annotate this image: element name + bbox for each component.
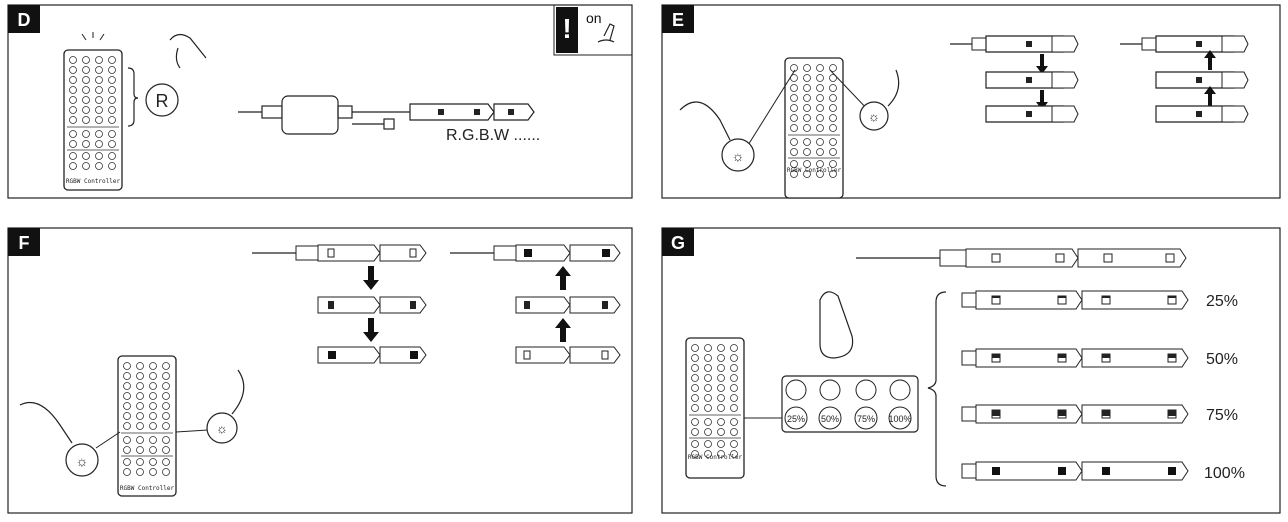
panel-badge — [662, 228, 694, 256]
brightness-up-icon — [785, 379, 807, 401]
svg-text:☼: ☼ — [732, 148, 745, 164]
finger-icon — [819, 291, 854, 359]
switch-icon — [597, 23, 615, 43]
power-on-icon — [855, 379, 877, 401]
panel-badge — [662, 5, 694, 33]
reset-button — [145, 83, 179, 117]
svg-text:!: ! — [562, 13, 571, 44]
panel-e: E RGBW Controller ☼ ☼ — [661, 4, 1281, 199]
level-25-label: 25% — [1206, 293, 1238, 310]
reset-label: R — [156, 91, 169, 111]
brightness-25-button: 25% — [787, 414, 805, 424]
remote-control: RGBW Controller — [63, 32, 123, 191]
remote-caption: RGBW Controller — [120, 485, 175, 492]
panel-badge — [8, 5, 40, 33]
panel-letter: E — [672, 10, 684, 30]
brightness-up-button — [721, 138, 755, 172]
brightness-down-button — [859, 101, 889, 131]
remote-control: RGBW Controller — [685, 337, 745, 479]
led-strip-group-left — [252, 244, 427, 364]
led-strip-group-right — [450, 244, 621, 364]
finger-icon — [679, 101, 731, 141]
panel-letter: G — [671, 233, 685, 253]
led-strip-group-right — [1120, 35, 1249, 123]
brightness-up-button — [65, 443, 99, 477]
svg-text:☼: ☼ — [76, 453, 89, 469]
power-off-icon — [889, 379, 911, 401]
svg-text:☼: ☼ — [216, 421, 228, 436]
level-75-label: 75% — [1206, 407, 1238, 424]
panel-letter: F — [19, 233, 30, 253]
remote-caption: RGBW Controller — [688, 454, 743, 461]
brightness-100-button: 100% — [888, 414, 911, 424]
svg-text:☼: ☼ — [868, 109, 880, 124]
level-50-label: 50% — [1206, 351, 1238, 368]
on-label: on — [586, 10, 602, 26]
finger-icon — [231, 369, 245, 415]
controller-unit — [238, 95, 410, 135]
level-100-label: 100% — [1204, 465, 1245, 482]
led-strip-top — [856, 248, 1187, 268]
brightness-75-button: 75% — [857, 414, 875, 424]
finger-icon — [887, 69, 900, 107]
led-strip-100 — [961, 461, 1189, 481]
brightness-button-panel — [781, 375, 919, 433]
panel-letter: D — [18, 10, 31, 30]
led-strip-75 — [961, 404, 1189, 424]
panel-g: G RGBW Controller 25% 50% 75% 100% — [661, 227, 1281, 514]
panel-badge — [8, 228, 40, 256]
panel-d: D ! on RGBW Controller R — [7, 4, 633, 199]
remote-caption: RGBW Controller — [787, 167, 842, 174]
finger-icon — [19, 401, 73, 444]
brightness-down-button — [206, 412, 238, 444]
brightness-down-icon — [819, 379, 841, 401]
led-strip-25 — [961, 290, 1189, 310]
led-strip-group-left — [950, 35, 1079, 123]
remote-control: RGBW Controller — [117, 355, 177, 497]
brightness-50-button: 50% — [821, 414, 839, 424]
remote-caption: RGBW Controller — [66, 178, 121, 185]
channel-label: R.G.B.W ...... — [446, 127, 540, 144]
remote-control: RGBW Controller — [784, 57, 844, 199]
led-strip-50 — [961, 348, 1189, 368]
panel-f: F RGBW Controller ☼ ☼ — [7, 227, 633, 514]
finger-icon — [169, 33, 207, 69]
led-strip — [409, 103, 495, 121]
warning-icon — [556, 7, 578, 53]
